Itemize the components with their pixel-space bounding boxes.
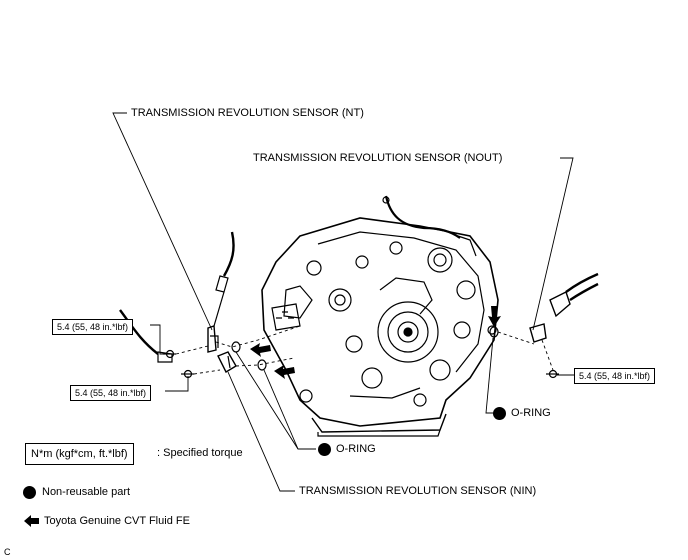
label-sensor-nout: TRANSMISSION REVOLUTION SENSOR (NOUT) <box>253 152 503 164</box>
o-ring-right-marker-icon <box>493 407 506 420</box>
figure-code: C <box>4 547 11 557</box>
fluid-arrows <box>250 306 501 379</box>
filled-circle-icon <box>23 486 36 499</box>
transmission-housing <box>261 195 499 437</box>
leader-lines <box>112 112 574 492</box>
sensor-nout <box>529 272 599 343</box>
label-o-ring-center: O-RING <box>336 443 376 455</box>
o-ring-center-marker-icon <box>318 443 331 456</box>
sensor-nt <box>207 231 235 353</box>
torque-spec-nin: 5.4 (55, 48 in.*lbf) <box>70 385 152 401</box>
torque-spec-nt: 5.4 (55, 48 in.*lbf) <box>52 319 134 335</box>
assembly-lines <box>175 325 554 375</box>
left-arrow-icon <box>24 515 39 527</box>
label-o-ring-right: O-RING <box>511 407 551 419</box>
label-sensor-nt: TRANSMISSION REVOLUTION SENSOR (NT) <box>131 107 364 119</box>
legend-fluid: Toyota Genuine CVT Fluid FE <box>44 515 190 527</box>
legend-non-reusable: Non-reusable part <box>42 486 131 498</box>
legend-torque-text: : Specified torque <box>157 447 243 459</box>
o-rings <box>231 326 499 371</box>
label-sensor-nin: TRANSMISSION REVOLUTION SENSOR (NIN) <box>299 485 537 497</box>
torque-spec-nout: 5.4 (55, 48 in.*lbf) <box>574 368 656 384</box>
legend-torque-unit-box: N*m (kgf*cm, ft.*lbf) <box>25 443 134 465</box>
